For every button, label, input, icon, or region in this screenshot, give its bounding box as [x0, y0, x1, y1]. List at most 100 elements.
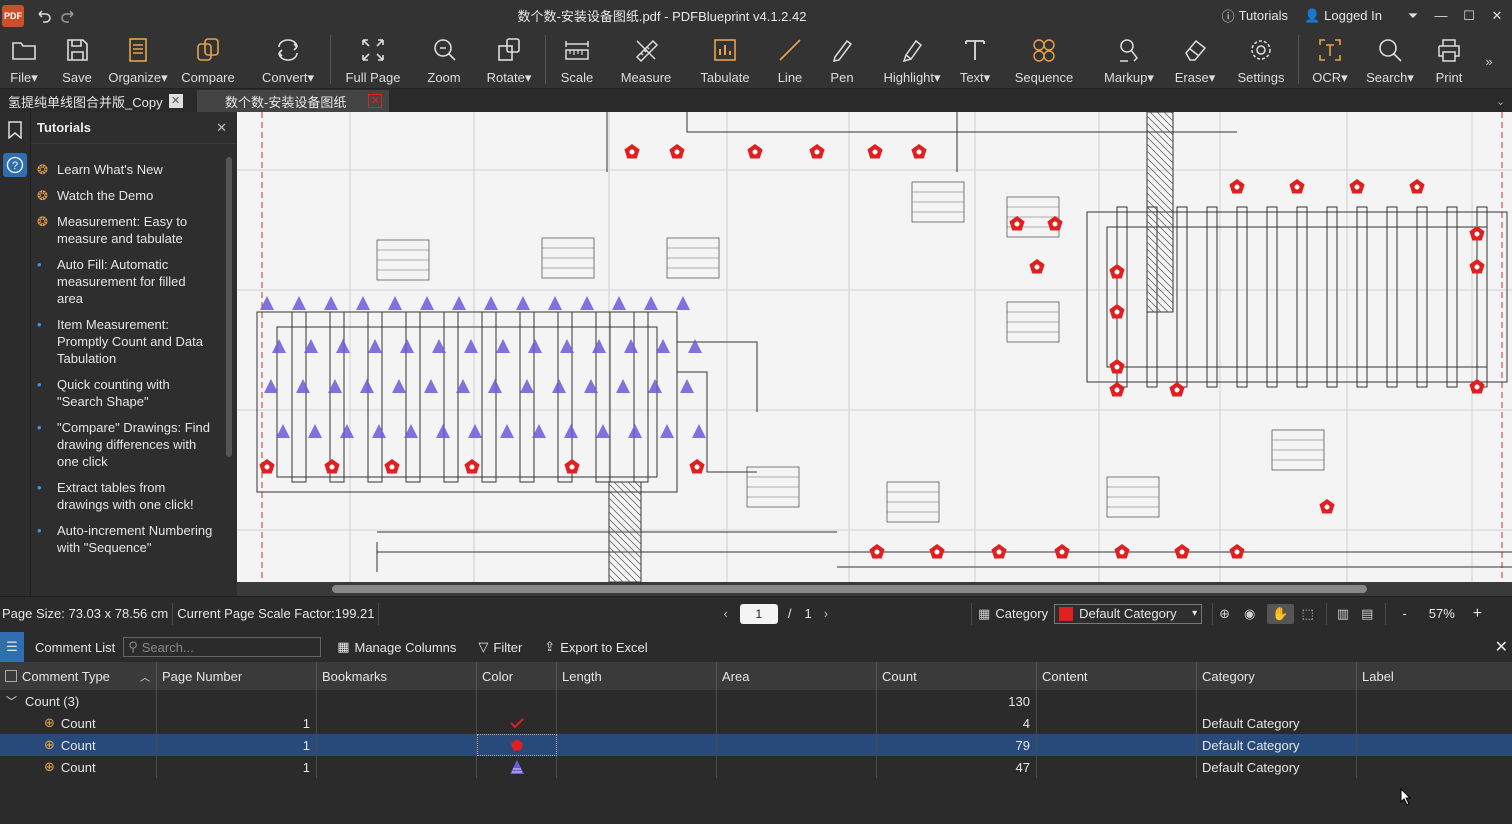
select-tool-icon[interactable]: ⬚ — [1301, 605, 1314, 621]
redo-icon[interactable] — [56, 4, 80, 28]
column-header[interactable]: Area — [717, 662, 877, 690]
tab-document-1[interactable]: 氢提纯单线图合并版_Copy ✕ — [0, 90, 197, 112]
help-circle-icon[interactable]: ? — [3, 153, 27, 177]
page-separator: / — [787, 606, 792, 621]
line-button[interactable]: Line — [766, 31, 814, 88]
organize-button[interactable]: Organize▾ — [106, 31, 170, 88]
login-status[interactable]: Logged In — [1324, 8, 1382, 23]
table-group-row[interactable]: ﹀Count (3) 130 — [0, 690, 1512, 712]
next-page-icon[interactable]: › — [823, 606, 829, 621]
column-header[interactable]: Count — [877, 662, 1037, 690]
file-button[interactable]: File▾ — [0, 31, 48, 88]
zoom-area-icon[interactable]: ⊕ — [1219, 605, 1230, 621]
text-button[interactable]: Text▾ — [954, 31, 996, 88]
comment-search-input[interactable]: ⚲ Search... — [123, 637, 322, 657]
bookmark-icon[interactable] — [7, 121, 23, 142]
help-icon[interactable]: ⓘ — [1221, 9, 1235, 24]
tutorial-item[interactable]: •"Compare" Drawings: Find drawing differ… — [37, 420, 211, 469]
owl-icon: ❂ — [37, 162, 48, 177]
zoom-button[interactable]: Zoom — [415, 31, 473, 88]
more-tools-icon[interactable]: » — [1485, 54, 1493, 69]
color-cell[interactable] — [477, 756, 557, 778]
color-cell[interactable] — [477, 712, 557, 734]
measure-button[interactable]: Measure — [608, 31, 684, 88]
minimize-button[interactable]: — — [1434, 8, 1448, 23]
tutorial-item[interactable]: •Auto Fill: Automatic measurement for fi… — [37, 257, 186, 306]
convert-button[interactable]: Convert▾ — [246, 31, 330, 88]
scale-button[interactable]: Scale — [546, 31, 608, 88]
column-header[interactable]: Color — [477, 662, 557, 690]
export-excel-button[interactable]: ⇪Export to Excel — [544, 639, 648, 655]
manage-columns-button[interactable]: ▦Manage Columns — [337, 639, 457, 655]
filter-button[interactable]: ▽Filter — [478, 639, 523, 655]
close-window-button[interactable]: ✕ — [1491, 7, 1503, 23]
zoom-out-button[interactable]: - — [1402, 606, 1407, 621]
sequence-button[interactable]: Sequence — [996, 31, 1092, 88]
settings-button[interactable]: Settings — [1224, 31, 1298, 88]
horizontal-scrollbar[interactable] — [237, 582, 1512, 596]
full-page-button[interactable]: Full Page — [331, 31, 415, 88]
column-header[interactable]: Page Number — [157, 662, 317, 690]
continuous-page-icon[interactable]: ▤ — [1361, 605, 1374, 621]
drawing-canvas[interactable] — [237, 112, 1512, 582]
tutorial-item[interactable]: •Item Measurement: Promptly Count and Da… — [37, 317, 203, 366]
tutorial-item[interactable]: ❂Watch the Demo — [37, 188, 154, 203]
tutorials-link[interactable]: Tutorials — [1238, 8, 1288, 23]
menu-dropdown-icon[interactable]: ⏷ — [1407, 7, 1419, 23]
column-header[interactable]: Comment Type︿ — [0, 662, 157, 690]
erase-button[interactable]: Erase▾ — [1166, 31, 1224, 88]
zoom-level[interactable]: 57% — [1428, 606, 1455, 621]
column-header[interactable]: Label — [1362, 668, 1394, 684]
prev-page-icon[interactable]: ‹ — [723, 606, 728, 621]
print-button[interactable]: Print — [1419, 31, 1479, 88]
highlight-button[interactable]: Highlight▾ — [870, 31, 954, 88]
sort-up-icon: ︿ — [140, 672, 150, 684]
tabulate-icon — [714, 39, 736, 61]
convert-icon — [278, 39, 298, 61]
tutorial-item[interactable]: •Auto-increment Numbering with "Sequence… — [37, 523, 213, 555]
save-button[interactable]: Save — [48, 31, 106, 88]
compare-button[interactable]: Compare — [170, 31, 246, 88]
document-tabs: 氢提纯单线图合并版_Copy ✕ 数个数-安装设备图纸 ✕ ⌄ — [0, 90, 1512, 112]
close-tab-icon[interactable]: ✕ — [168, 94, 183, 108]
column-header[interactable]: Bookmarks — [317, 662, 477, 690]
list-icon[interactable]: ☰ — [0, 632, 24, 662]
page-number-input[interactable]: 1 — [739, 603, 778, 624]
text-icon — [965, 40, 985, 60]
rotate-button[interactable]: Rotate▾ — [473, 31, 545, 88]
zoom-in-button[interactable]: + — [1472, 604, 1483, 622]
single-page-icon[interactable]: ▥ — [1336, 605, 1350, 621]
user-icon[interactable]: 👤 — [1303, 7, 1321, 23]
ocr-button[interactable]: OCR▾ — [1299, 31, 1361, 88]
undo-icon[interactable] — [32, 4, 56, 28]
tabulate-button[interactable]: Tabulate — [684, 31, 766, 88]
search-button[interactable]: Search▾ — [1361, 31, 1419, 88]
tab-list-icon[interactable]: ⌄ — [1496, 95, 1506, 108]
table-row[interactable]: ⊕Count 1 4 Default Category — [0, 712, 1512, 734]
column-header[interactable]: Category — [1197, 662, 1357, 690]
tutorial-item[interactable]: •Quick counting with "Search Shape" — [37, 377, 170, 409]
category-dropdown[interactable]: Default Category ▾ — [1054, 603, 1203, 624]
pen-button[interactable]: Pen — [814, 31, 870, 88]
table-row[interactable]: ⊕Count 1 47 Default Category — [0, 756, 1512, 778]
hand-tool-icon[interactable]: ✋ — [1267, 603, 1294, 624]
folder-icon — [12, 42, 36, 60]
tutorials-scrollbar[interactable] — [226, 157, 232, 457]
tutorial-item[interactable]: ❂Learn What's New — [37, 162, 163, 177]
close-icon[interactable]: ✕ — [216, 120, 227, 135]
collapse-chevron-icon[interactable]: ﹀ — [6, 696, 17, 708]
markup-button[interactable]: Markup▾ — [1092, 31, 1166, 88]
tutorial-item[interactable]: ❂Measurement: Easy to measure and tabula… — [37, 214, 188, 246]
column-header[interactable]: Content — [1037, 662, 1197, 690]
tab-document-2[interactable]: 数个数-安装设备图纸 ✕ — [197, 90, 389, 112]
color-cell[interactable] — [477, 734, 557, 756]
scrollbar-thumb[interactable] — [332, 585, 1367, 593]
column-header[interactable]: Length — [557, 662, 717, 690]
owl-icon: ❂ — [37, 214, 48, 229]
close-tab-icon[interactable]: ✕ — [368, 94, 383, 108]
eye-icon[interactable]: ◉ — [1244, 605, 1256, 621]
close-icon[interactable]: ✕ — [1494, 639, 1508, 656]
table-row-selected[interactable]: ⊕Count 1 79 Default Category — [0, 734, 1512, 756]
maximize-button[interactable]: ☐ — [1463, 7, 1475, 23]
tutorial-item[interactable]: •Extract tables from drawings with one c… — [37, 480, 194, 512]
